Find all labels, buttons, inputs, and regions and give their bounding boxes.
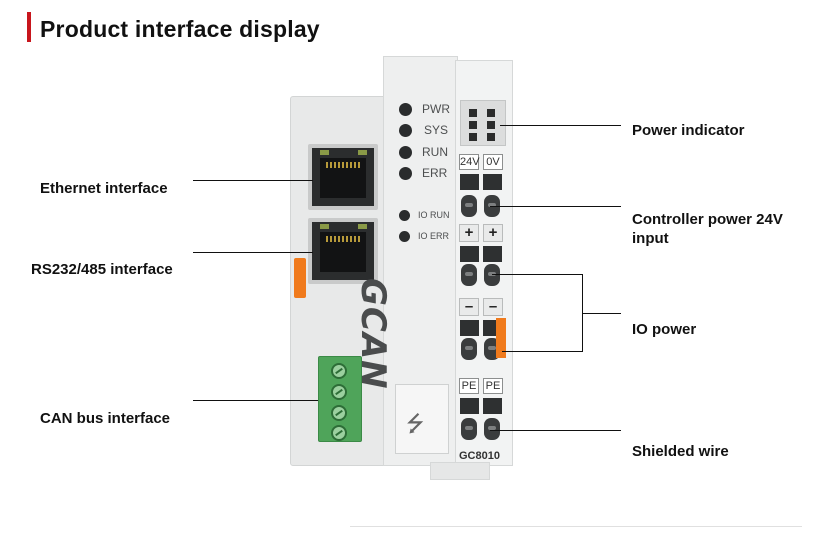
model-label: GC8010 — [459, 450, 500, 462]
usb-port: ⭍ — [395, 384, 449, 454]
terminal-screw — [461, 264, 477, 286]
leader-line-io-power-top — [492, 274, 583, 275]
run-led — [399, 146, 412, 159]
leader-line-io-power-bottom — [502, 351, 583, 352]
leader-line-rs232 — [193, 252, 313, 253]
run-led-label: RUN — [422, 145, 448, 159]
leader-line-ethernet — [193, 180, 313, 181]
label-shielded: Shielded wire — [632, 443, 729, 460]
terminal-tag-pe: PE — [459, 378, 479, 394]
label-ethernet: Ethernet interface — [40, 180, 168, 197]
label-io-power: IO power — [632, 321, 697, 338]
io-run-led-label: IO RUN — [418, 210, 450, 220]
terminal-tag-0v: 0V — [483, 154, 503, 170]
terminal-slot — [460, 246, 479, 262]
pwr-led-label: PWR — [422, 102, 450, 116]
title-accent-bar — [27, 12, 31, 42]
io-err-led — [399, 231, 410, 242]
terminal-screw — [461, 418, 477, 440]
label-power-indicator: Power indicator — [632, 122, 745, 139]
leader-line-shielded — [490, 430, 621, 431]
terminal-slot — [483, 174, 502, 190]
terminal-slot — [460, 398, 479, 414]
rs232-485-port — [308, 218, 378, 284]
leader-line-power-indicator — [500, 125, 621, 126]
plus-marker: + — [483, 224, 503, 242]
terminal-slot — [460, 174, 479, 190]
minus-marker: – — [459, 298, 479, 316]
err-led-label: ERR — [422, 166, 448, 180]
sys-led-label: SYS — [424, 123, 449, 137]
leader-line-controller-power — [490, 206, 621, 207]
io-release-tab — [496, 318, 506, 358]
leader-line-io-power — [582, 313, 621, 314]
leader-line-can — [193, 400, 318, 401]
release-tab — [294, 258, 306, 298]
terminal-screw — [484, 264, 500, 286]
terminal-slot — [460, 320, 479, 336]
label-can: CAN bus interface — [40, 410, 171, 427]
plus-marker: + — [459, 224, 479, 242]
label-rs232: RS232/485 interface — [31, 261, 173, 278]
can-bus-terminal — [318, 356, 362, 442]
sys-led — [399, 124, 412, 137]
pwr-led — [399, 103, 412, 116]
brand-logo: GCAN — [353, 278, 393, 390]
terminal-screw — [461, 195, 477, 217]
page-title: Product interface display — [40, 16, 320, 42]
bottom-divider — [350, 526, 802, 527]
terminal-slot — [483, 398, 502, 414]
io-err-led-label: IO ERR — [418, 231, 450, 241]
io-run-led — [399, 210, 410, 221]
terminal-tag-24v: 24V — [459, 154, 480, 170]
terminal-screw — [484, 418, 500, 440]
power-indicator-block — [460, 100, 506, 146]
label-controller-power: Controller power 24V input — [632, 211, 783, 247]
terminal-screw — [461, 338, 477, 360]
minus-marker: – — [483, 298, 503, 316]
usb-icon: ⭍ — [406, 411, 425, 436]
ethernet-port — [308, 144, 378, 210]
terminal-slot — [483, 246, 502, 262]
err-led — [399, 167, 412, 180]
terminal-tag-pe: PE — [483, 378, 503, 394]
device-rail-clip — [430, 462, 490, 480]
